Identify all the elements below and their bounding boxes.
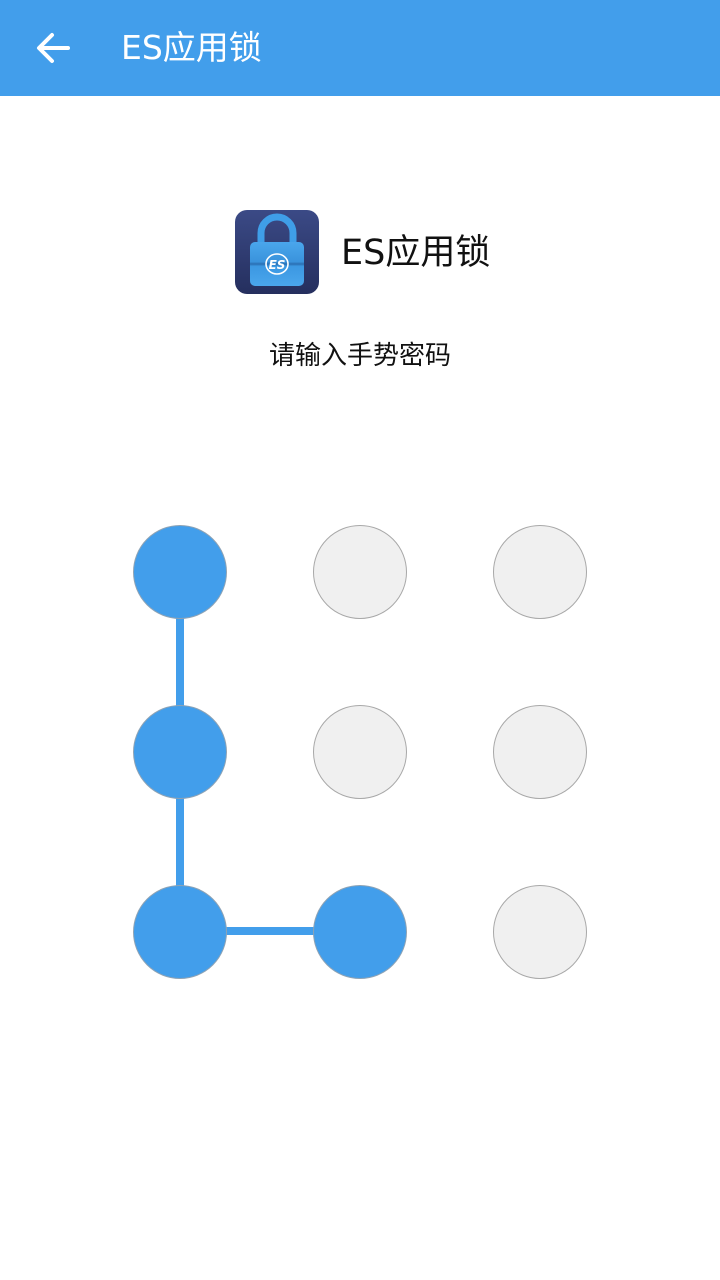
back-button[interactable] — [30, 26, 80, 70]
pattern-dot-2[interactable] — [313, 525, 407, 619]
pattern-dot-5[interactable] — [313, 705, 407, 799]
pattern-dot-4[interactable] — [133, 705, 227, 799]
pattern-dot-6[interactable] — [493, 705, 587, 799]
gesture-prompt: 请输入手势密码 — [268, 341, 451, 371]
pattern-dot-7[interactable] — [133, 885, 227, 979]
arrow-left-icon — [37, 33, 70, 63]
pattern-dot-9[interactable] — [493, 885, 587, 979]
app-bar: ES应用锁 — [0, 0, 720, 96]
padlock-es-icon: ES — [234, 209, 320, 295]
page-title: ES应用锁 — [121, 28, 262, 67]
svg-text:ES: ES — [269, 258, 286, 272]
app-name: ES应用锁 — [341, 233, 491, 273]
pattern-dot-1[interactable] — [133, 525, 227, 619]
pattern-dot-3[interactable] — [493, 525, 587, 619]
pattern-dot-8[interactable] — [313, 885, 407, 979]
